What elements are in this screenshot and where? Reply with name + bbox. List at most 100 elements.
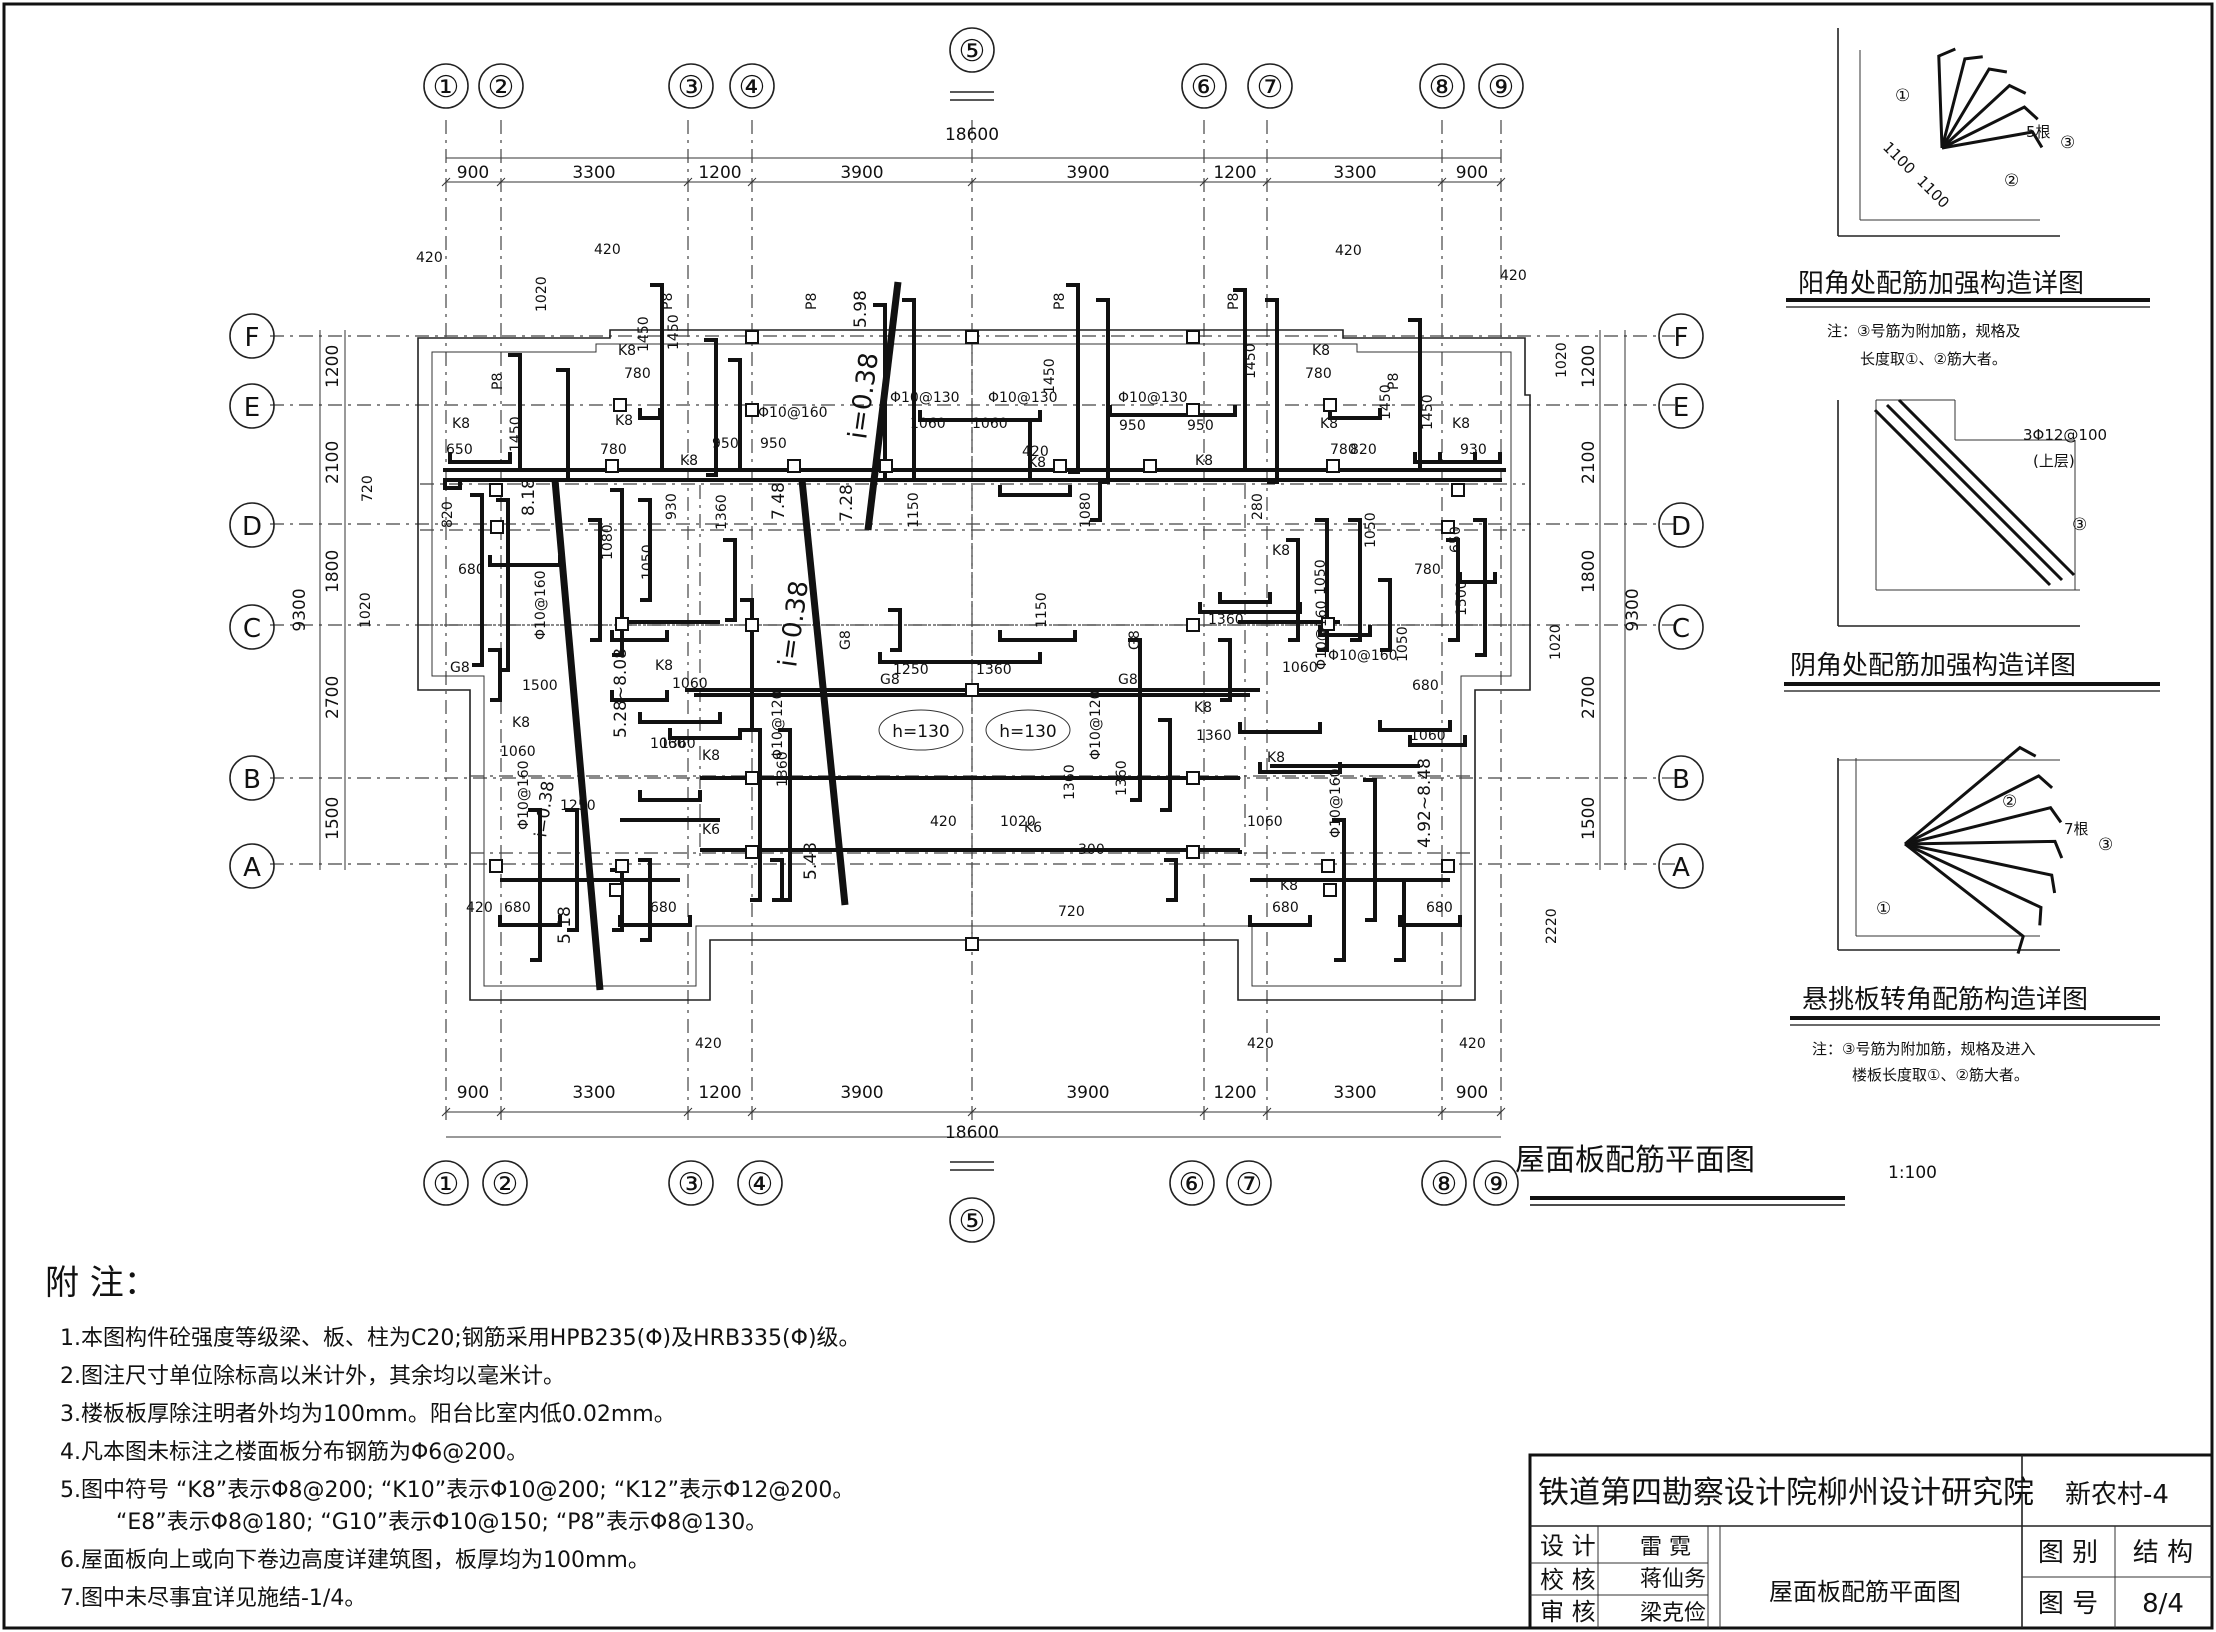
column-marker: [1441, 859, 1455, 873]
rebar-length: 1050: [640, 544, 656, 580]
rebar-length: 1050: [1395, 626, 1411, 662]
detail-title: 悬挑板转角配筋构造详图: [1802, 985, 2088, 1015]
detail-rebar: [1940, 55, 1983, 149]
column-axis-bubble: ③: [668, 1160, 714, 1206]
row-axis-bubble: A: [1658, 843, 1704, 889]
column-marker: [1143, 459, 1157, 473]
rebar: [508, 353, 522, 472]
rebar-code: K8: [1320, 416, 1338, 432]
axis-label: A: [1672, 853, 1690, 883]
institute-name: 铁道第四勘察设计院柳州设计研究院: [1538, 1475, 2034, 1511]
row-dim: 1500: [1579, 797, 1599, 840]
rebar-length: 1450: [1378, 384, 1394, 420]
small-dim: 720: [1058, 904, 1085, 920]
rebar-length: 1060: [910, 416, 946, 432]
rebar-length: 1500: [522, 678, 558, 694]
rebar: [778, 728, 792, 902]
review-label: 审 核: [1540, 1598, 1596, 1626]
rebar-length: 1050: [1313, 559, 1329, 595]
rebar: [998, 485, 1072, 497]
number-value: 8/4: [2142, 1589, 2184, 1619]
rebar: [1315, 518, 1329, 652]
detail-label: (上层): [2033, 452, 2075, 470]
rebar: [650, 283, 664, 472]
axis-label: ⑤: [959, 1204, 986, 1239]
axis-label: ⑨: [1488, 70, 1515, 105]
rebar-spec: Φ10@160: [1314, 600, 1330, 670]
column-axis-bubble: ④: [729, 63, 775, 109]
rebar-length: 1020: [1000, 814, 1036, 830]
rebar-length: 1360: [714, 494, 730, 530]
rebar: [610, 630, 669, 642]
small-dim: 420: [1335, 243, 1362, 259]
span-dim: 3900: [840, 1083, 883, 1103]
axis-label: ②: [492, 1167, 519, 1202]
small-dim: 420: [466, 900, 493, 916]
column-marker: [745, 771, 759, 785]
axis-label: ⑨: [1483, 1167, 1510, 1202]
rebar-length: 1360: [1196, 728, 1232, 744]
rebar-length: 1060: [972, 416, 1008, 432]
detail-rebar: [1904, 745, 2037, 846]
rebar-code: K8: [615, 413, 633, 429]
row-axis-bubble: A: [229, 843, 275, 889]
detail-external-corner: ① ② ③ 5根 1100 1100 阳角处配筋加强构造详图 注：③号筋为附加筋…: [1786, 28, 2150, 368]
rebar: [1408, 318, 1422, 472]
rebar-length: 1450: [1243, 343, 1259, 379]
column-axis-bubble: ②: [478, 63, 524, 109]
elevation-label: 7.48: [769, 482, 789, 520]
rebar: [496, 498, 510, 672]
detail-title: 阴角处配筋加强构造详图: [1790, 651, 2076, 681]
detail-label: 1100: [1913, 172, 1953, 212]
rebar-length: 1080: [600, 524, 616, 560]
rebar-length: 650: [446, 442, 473, 458]
detail-label: 3Φ12@100: [2023, 426, 2107, 444]
column-marker: [965, 330, 979, 344]
total-width-dim: 18600: [945, 125, 999, 145]
rebar-length: 1450: [636, 316, 652, 352]
rebar-code: K6: [702, 822, 720, 838]
column-marker: [879, 459, 893, 473]
rebar: [998, 630, 1077, 642]
row-dim: 1200: [323, 345, 343, 388]
detail-rebar: [1904, 842, 2043, 926]
note-line: 4.凡本图未标注之楼面板分布钢筋为Φ6@200。: [60, 1440, 528, 1465]
row-dim: 1200: [1579, 345, 1599, 388]
rebar-code: K8: [702, 748, 720, 764]
column-axis-bubble: ⑦: [1247, 63, 1293, 109]
number-label: 图 号: [2038, 1589, 2098, 1619]
rebar: [1088, 478, 1102, 522]
axis-label: A: [243, 853, 261, 883]
span-dim: 900: [457, 1083, 489, 1103]
rebar-length: 1150: [906, 492, 922, 528]
row-dim: 1800: [1579, 550, 1599, 593]
axis-label: ⑤: [959, 34, 986, 69]
column-marker: [609, 883, 623, 897]
column-marker: [1321, 617, 1335, 631]
rebar: [723, 538, 737, 622]
axis-label: ①: [433, 70, 460, 105]
rebar-length: 420: [930, 814, 957, 830]
span-dim: 3900: [840, 163, 883, 183]
elevation-label: 5.98: [851, 290, 871, 328]
note-line: 1.本图构件砼强度等级梁、板、柱为C20;钢筋采用HPB235(Φ)及HRB33…: [60, 1326, 861, 1351]
column-marker: [1451, 483, 1465, 497]
notes-heading: 附 注：: [45, 1263, 158, 1303]
rebar-length: 1500: [1454, 580, 1470, 616]
rebar-code: K8: [1452, 416, 1470, 432]
total-depth-dim: 9300: [1623, 588, 1643, 631]
row-dim: 2700: [323, 676, 343, 719]
slope-label: i=0.38: [531, 780, 559, 839]
rebar-spec: Φ10@160: [516, 760, 532, 830]
axis-label: D: [1671, 512, 1691, 542]
rebar-spec: Φ10@160: [758, 405, 828, 421]
rebar-code: P8: [490, 373, 506, 390]
rebar-length: 1060: [1247, 814, 1283, 830]
column-axis-bubble: ⑦: [1226, 1160, 1272, 1206]
rebar-code: K8: [1267, 750, 1285, 766]
column-marker: [745, 618, 759, 632]
elevation-label: 4.92~8.48: [1415, 758, 1435, 848]
slab-thickness-mark: [878, 709, 964, 751]
elevation-label: 5.48: [801, 842, 821, 880]
rebar: [1392, 878, 1406, 962]
